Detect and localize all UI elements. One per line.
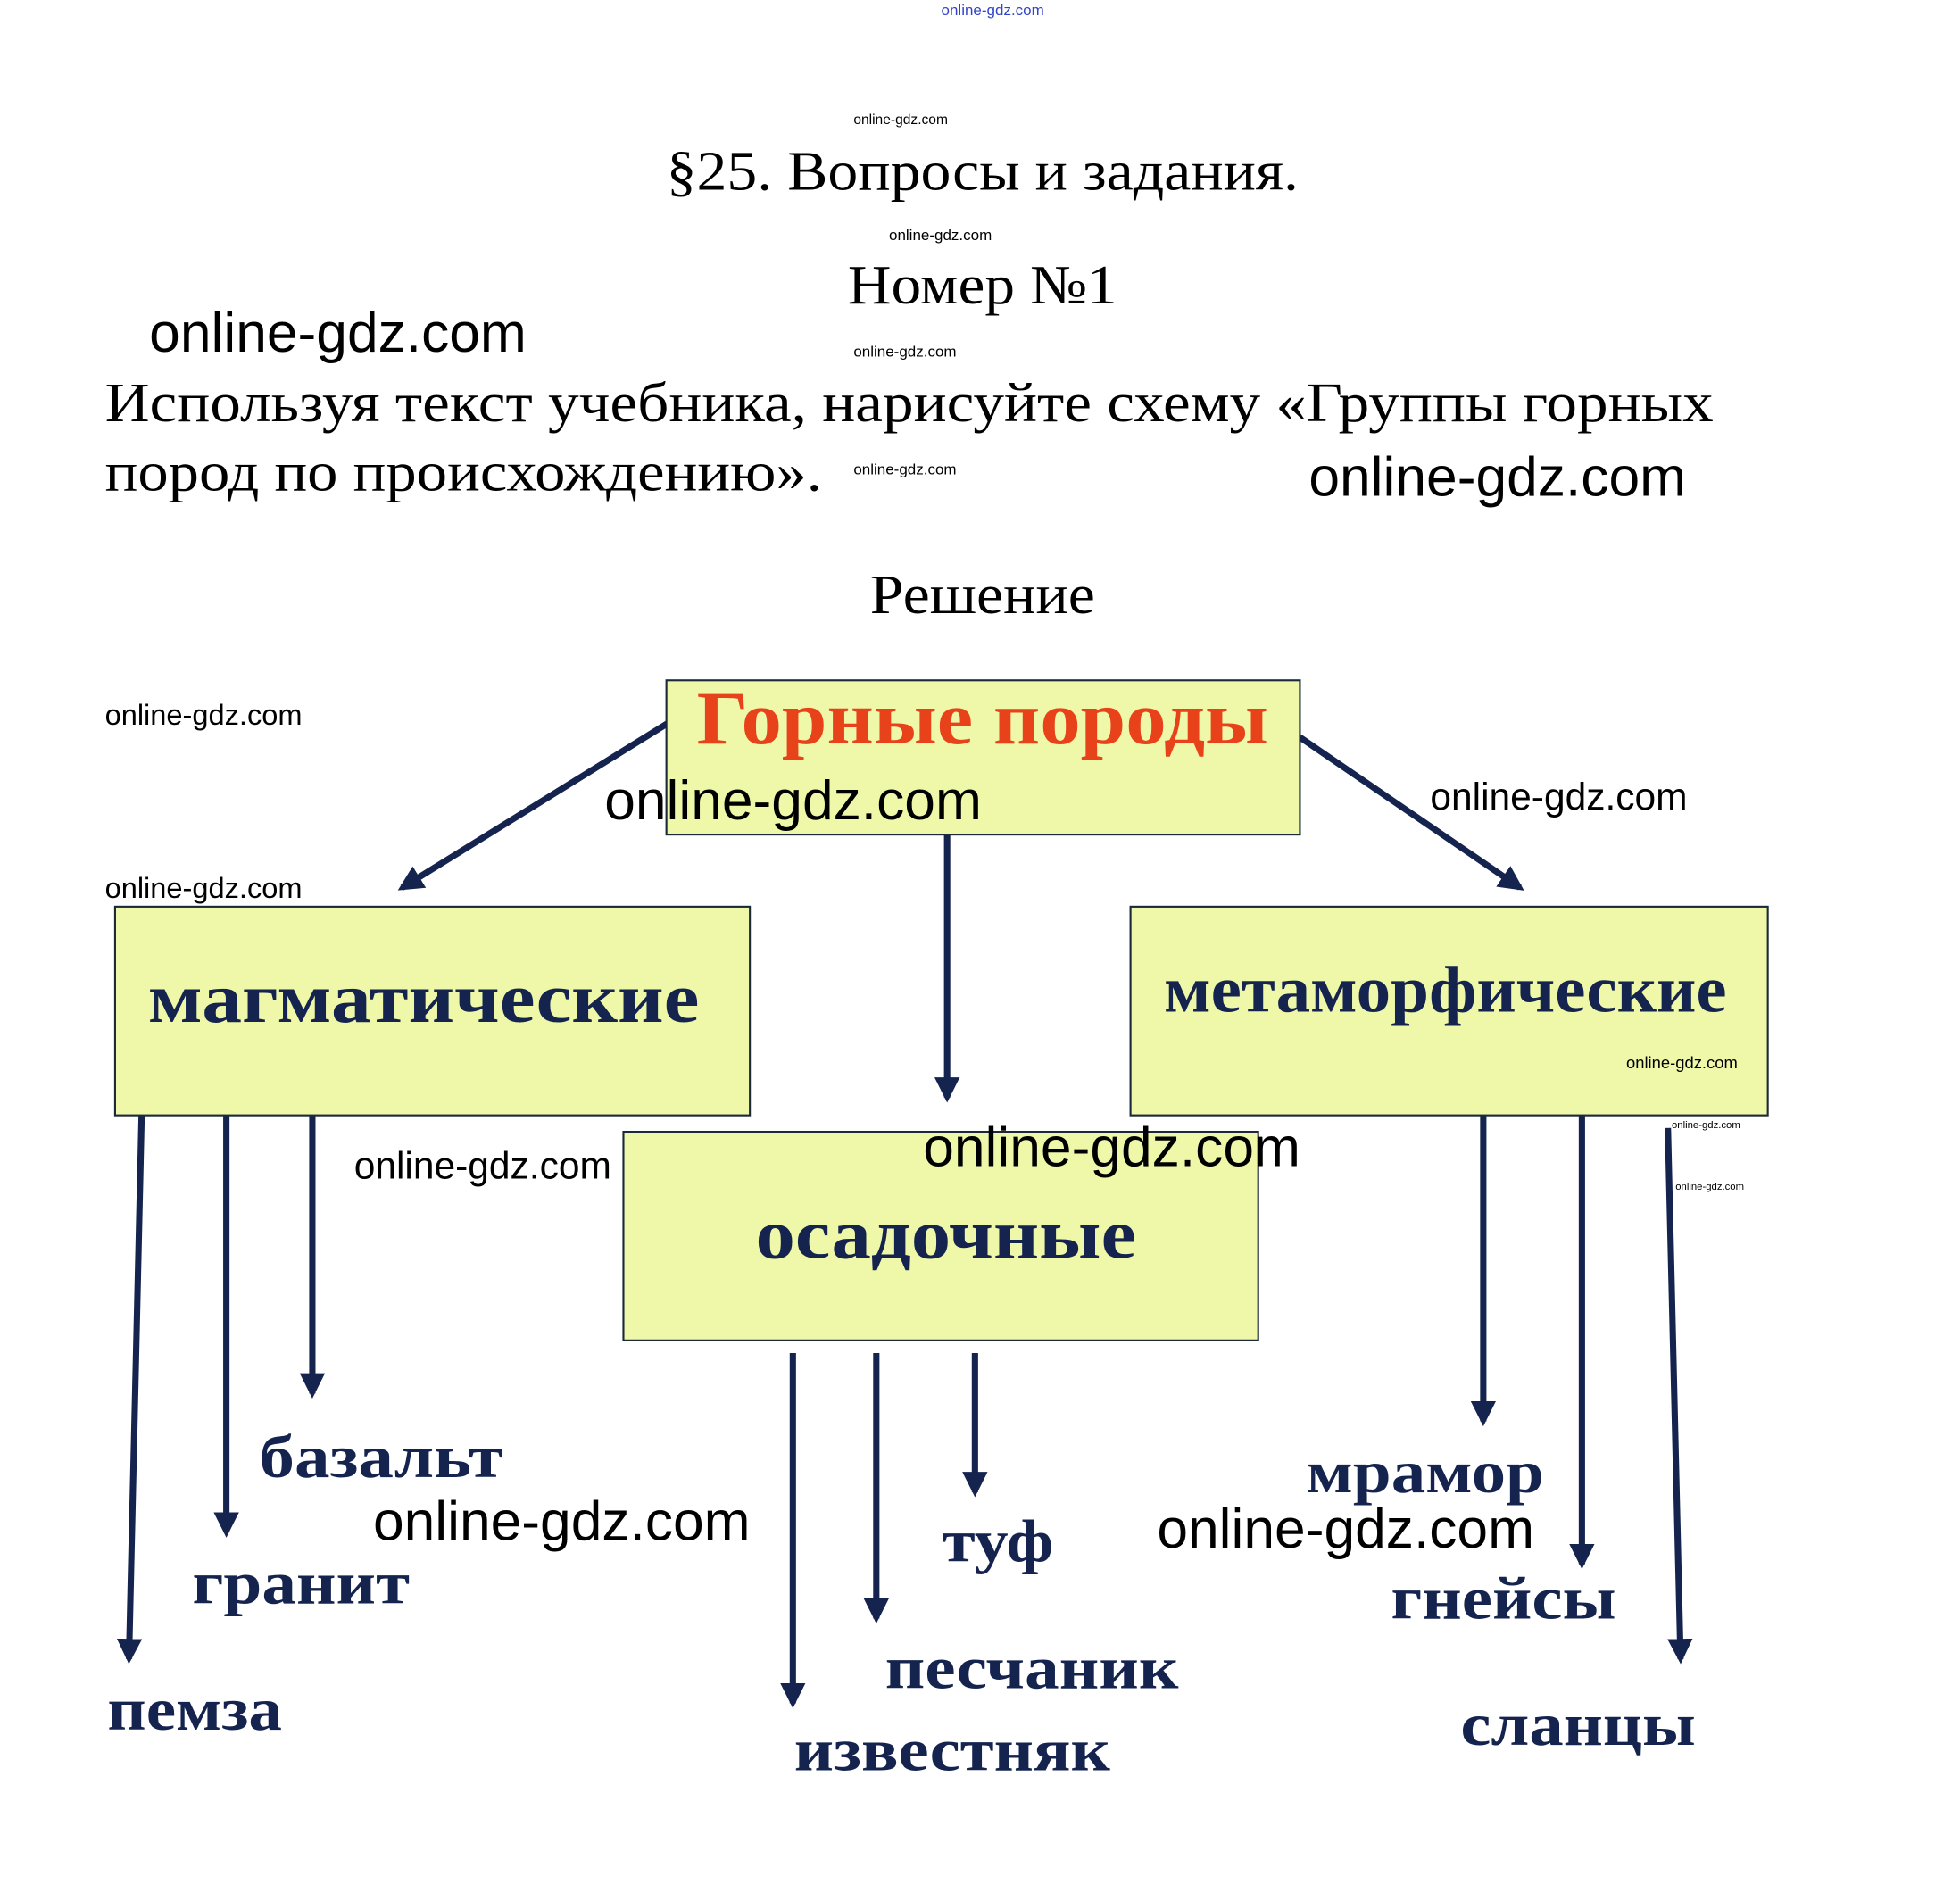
igneous-box: магматические	[113, 905, 752, 1117]
root-label: Горные породы	[697, 677, 1268, 760]
solution-heading: Решение	[870, 564, 1095, 626]
example-schist: сланцы	[1460, 1690, 1696, 1758]
watermark: online-gdz.com	[373, 1491, 751, 1553]
watermark: online-gdz.com	[604, 770, 982, 832]
watermark: online-gdz.com	[354, 1145, 611, 1187]
watermark: online-gdz.com	[1430, 776, 1687, 818]
watermark: online-gdz.com	[853, 112, 948, 128]
watermark: online-gdz.com	[1672, 1120, 1740, 1131]
example-tuff: туф	[942, 1507, 1053, 1575]
arrows	[116, 720, 1693, 1709]
watermark: online-gdz.com	[105, 699, 303, 731]
watermark: online-gdz.com	[1308, 446, 1686, 508]
example-gneiss: гнейсы	[1391, 1565, 1615, 1632]
watermark: online-gdz.com	[889, 227, 992, 244]
example-sandstone: песчаник	[885, 1633, 1180, 1701]
arrow-schist	[1665, 1127, 1693, 1665]
example-pumice: пемза	[107, 1675, 282, 1743]
arrow-root-metamorphic	[1298, 735, 1524, 891]
sedimentary-label: осадочные	[756, 1196, 1136, 1274]
example-limestone: известняк	[794, 1716, 1111, 1784]
watermark: online-gdz.com	[923, 1117, 1300, 1178]
task-text-line1: Используя текст учебника, нарисуйте схем…	[105, 372, 1714, 434]
task-number: Номер №1	[848, 254, 1117, 316]
watermark: online-gdz.com	[149, 303, 527, 364]
watermark: online-gdz.com	[1675, 1182, 1744, 1192]
metamorphic-label: метаморфические	[1164, 952, 1726, 1025]
metamorphic-box: метаморфические	[1129, 905, 1769, 1117]
arrow-root-igneous	[397, 720, 669, 891]
section-title: §25. Вопросы и задания.	[667, 141, 1299, 203]
watermark: online-gdz.com	[1626, 1053, 1738, 1072]
watermark: online-gdz.com	[853, 461, 956, 477]
task-text-line2: пород по происхождению».	[105, 442, 822, 503]
top-watermark: online-gdz.com	[942, 2, 1044, 19]
watermark: online-gdz.com	[1157, 1499, 1534, 1560]
sedimentary-box: осадочные	[622, 1130, 1259, 1341]
root-box: Горные породы	[665, 677, 1301, 836]
watermark: online-gdz.com	[105, 872, 303, 904]
watermarks: online-gdz.com online-gdz.com online-gdz…	[105, 112, 1744, 1560]
example-marble: мрамор	[1307, 1438, 1544, 1506]
example-granite: гранит	[192, 1549, 410, 1617]
arrow-pumice	[116, 1115, 145, 1665]
example-basalt: базальт	[259, 1423, 502, 1490]
watermark: online-gdz.com	[853, 344, 956, 361]
igneous-label: магматические	[148, 959, 700, 1038]
